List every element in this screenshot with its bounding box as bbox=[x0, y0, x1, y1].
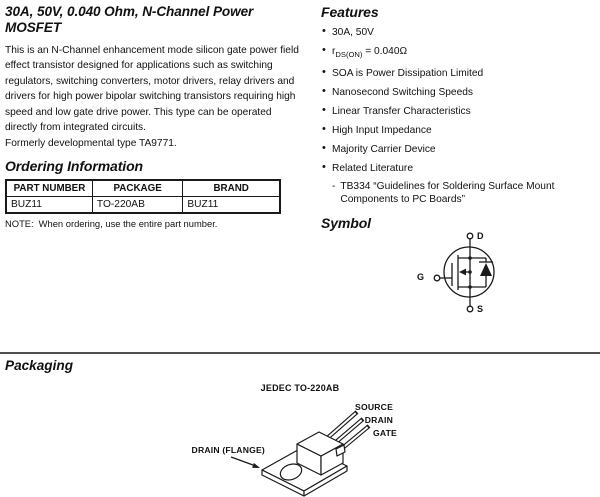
package-body bbox=[296, 431, 346, 476]
literature-dash: - bbox=[332, 181, 336, 193]
table-row: BUZ11 TO-220AB BUZ11 bbox=[5, 196, 281, 214]
ordering-note: NOTE: When ordering, use the entire part … bbox=[5, 218, 301, 229]
feature-text: Nanosecond Switching Speeds bbox=[332, 87, 474, 99]
gate-terminal-circle bbox=[433, 274, 441, 282]
features-heading: Features bbox=[321, 4, 379, 20]
drain-terminal-label: D bbox=[477, 231, 484, 241]
feature-text: SOA is Power Dissipation Limited bbox=[332, 68, 484, 80]
rds-value: = 0.040Ω bbox=[362, 46, 408, 57]
feature-text: High Input Impedance bbox=[332, 125, 432, 137]
source-terminal-circle bbox=[466, 305, 474, 313]
feature-item: 30A, 50V bbox=[322, 26, 597, 38]
mounting-hole bbox=[279, 463, 303, 481]
feature-text: Linear Transfer Characteristics bbox=[332, 106, 471, 118]
body-notch bbox=[335, 444, 346, 457]
body-arrow bbox=[459, 268, 466, 276]
features-list: 30A, 50V rDS(ON) = 0.040Ω SOA is Power D… bbox=[321, 26, 597, 175]
literature-text: TB334 “Guidelines for Soldering Surface … bbox=[340, 181, 555, 205]
feature-item: Majority Carrier Device bbox=[322, 143, 597, 156]
right-column: Features 30A, 50V rDS(ON) = 0.040Ω SOA i… bbox=[321, 4, 597, 231]
table-header-row: PART NUMBER PACKAGE BRAND bbox=[5, 179, 281, 198]
table-header-cell-package: PACKAGE bbox=[91, 179, 184, 198]
drain-terminal-circle bbox=[466, 232, 474, 240]
feature-item: Nanosecond Switching Speeds bbox=[322, 86, 597, 99]
drain-lead-label: DRAIN bbox=[364, 415, 393, 425]
mosfet-symbol-drawing bbox=[433, 232, 495, 313]
feature-item: Linear Transfer Characteristics bbox=[322, 105, 597, 118]
flange-arrow bbox=[230, 456, 260, 468]
rds-base: r bbox=[332, 46, 336, 57]
note-label: NOTE: bbox=[5, 218, 34, 230]
page-title: 30A, 50V, 0.040 Ohm, N-Channel Power MOS… bbox=[5, 4, 254, 35]
table-header-cell-part-number: PART NUMBER bbox=[5, 179, 93, 198]
packaging-heading: Packaging bbox=[5, 358, 73, 373]
ordering-table: PART NUMBER PACKAGE BRAND BUZ11 TO-220AB… bbox=[5, 179, 281, 215]
feature-item: SOA is Power Dissipation Limited bbox=[322, 67, 597, 80]
symbol-filled-parts bbox=[459, 256, 492, 289]
feature-text: Majority Carrier Device bbox=[332, 144, 436, 156]
gate-lead-label: GATE bbox=[372, 428, 397, 438]
feature-item: High Input Impedance bbox=[322, 124, 597, 137]
feature-text: 30A, 50V bbox=[332, 27, 374, 38]
source-terminal-label: S bbox=[477, 304, 484, 314]
section-divider bbox=[0, 352, 600, 354]
table-cell-brand: BUZ11 bbox=[182, 196, 281, 214]
symbol-circle bbox=[443, 246, 495, 298]
jedec-package-label: JEDEC TO-220AB bbox=[260, 383, 340, 393]
table-cell-part-number: BUZ11 bbox=[5, 196, 93, 214]
left-column: 30A, 50V, 0.040 Ohm, N-Channel Power MOS… bbox=[5, 4, 301, 229]
table-header-cell-brand: BRAND bbox=[182, 179, 281, 198]
source-lead-label: SOURCE bbox=[355, 402, 393, 412]
rds-subscript: DS(ON) bbox=[335, 50, 363, 60]
ordering-information-heading: Ordering Information bbox=[5, 158, 144, 175]
drain-flange-label: DRAIN (FLANGE) bbox=[191, 445, 265, 455]
table-cell-package: TO-220AB bbox=[91, 196, 184, 214]
feature-text: Related Literature bbox=[332, 163, 413, 175]
formerly-note: Formerly developmental type TA9771. bbox=[5, 138, 177, 150]
related-literature-item: - TB334 “Guidelines for Soldering Surfac… bbox=[332, 181, 597, 206]
gate-terminal-label: G bbox=[417, 272, 425, 282]
description-paragraph: This is an N-Channel enhancement mode si… bbox=[5, 45, 299, 134]
feature-item-rds-on: rDS(ON) = 0.040Ω bbox=[322, 45, 597, 60]
to220-package-drawing bbox=[230, 410, 371, 497]
symbol-outline bbox=[433, 232, 495, 313]
body-diode-triangle bbox=[480, 263, 492, 276]
feature-item: Related Literature bbox=[322, 162, 597, 175]
note-text: When ordering, use the entire part numbe… bbox=[38, 218, 218, 230]
symbol-heading: Symbol bbox=[321, 215, 371, 232]
